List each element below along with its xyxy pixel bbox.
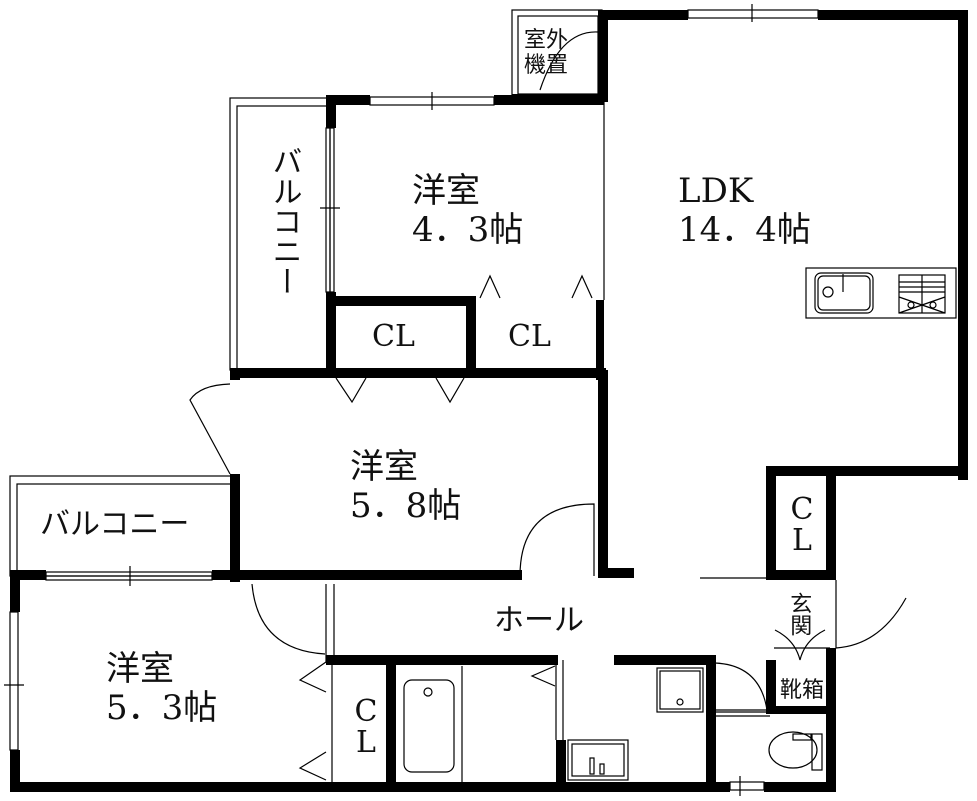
entrance-label: 玄関: [786, 592, 812, 636]
ldk-name: LDK: [678, 171, 754, 211]
balcony-top-label: バルコニー: [266, 146, 302, 296]
washing-machine-pan-icon: [656, 667, 704, 713]
toilet-icon: [768, 731, 818, 769]
western-room-2-label: 洋室 5．8帖: [350, 447, 462, 527]
western-room-1-label: 洋室 4．3帖: [412, 171, 524, 251]
walls: [10, 10, 968, 792]
closet-1-label: CL: [372, 319, 415, 354]
closet-bath-label: CL: [348, 694, 384, 756]
kitchen-sink-icon: [814, 272, 874, 314]
shoe-box-label: 靴箱: [780, 678, 825, 703]
western-room-2-size: 5．8帖: [350, 486, 462, 527]
western-room-1-name: 洋室: [412, 171, 480, 211]
ldk-label: LDK 14．4帖: [678, 171, 811, 251]
hall-label: ホール: [494, 603, 584, 638]
outdoor-unit-line2: 機置: [524, 53, 569, 79]
outdoor-unit-label: 室外 機置: [524, 28, 568, 79]
western-room-3-size: 5．3帖: [106, 688, 218, 729]
ldk-size: 14．4帖: [678, 210, 811, 251]
western-room-3-name: 洋室: [106, 649, 174, 689]
closet-2-label: CL: [508, 319, 551, 354]
western-room-3-label: 洋室 5．3帖: [106, 649, 218, 729]
washbasin-icon: [567, 739, 629, 781]
western-room-1-size: 4．3帖: [412, 210, 524, 251]
outdoor-unit-line1: 室外: [524, 28, 569, 53]
balcony-left-label: バルコニー: [40, 507, 190, 542]
kitchen-counter: [805, 267, 957, 319]
bathtub-icon: [403, 679, 455, 773]
closet-entrance-label: CL: [784, 492, 820, 554]
western-room-2-name: 洋室: [350, 447, 418, 487]
